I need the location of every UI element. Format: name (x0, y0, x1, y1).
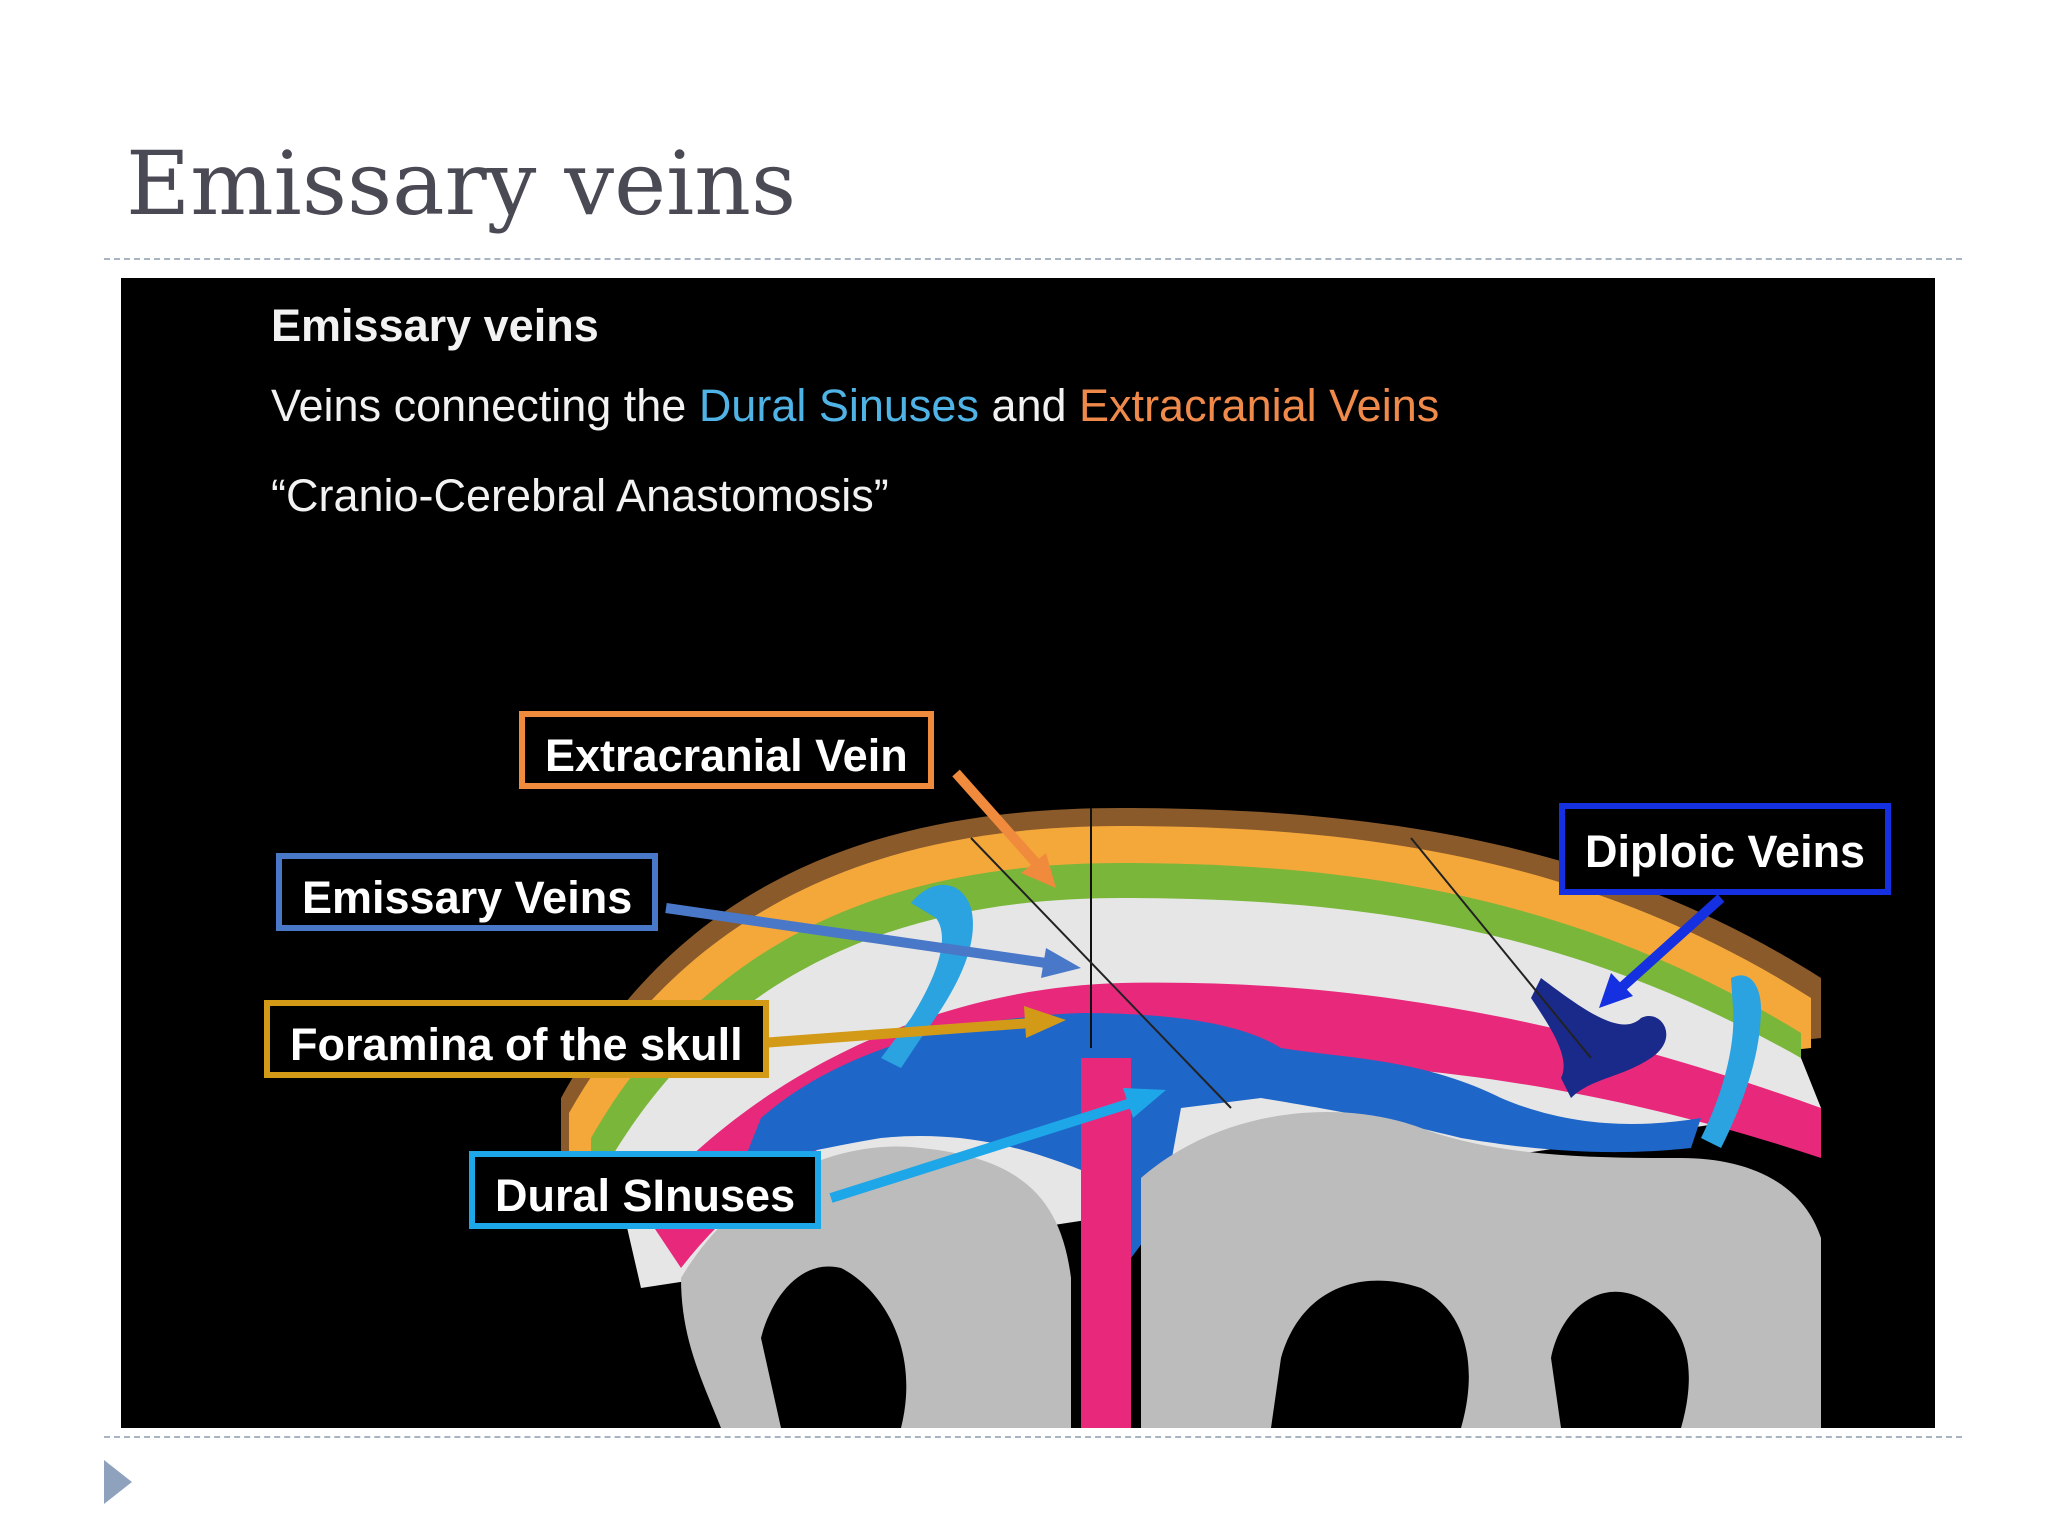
panel-heading: Emissary veins (271, 300, 599, 351)
diploic-vein (1531, 978, 1667, 1098)
skull-cross-section-illustration (561, 769, 1821, 1428)
emissary-arrowhead (1041, 948, 1081, 978)
extracranial-arrowhead (1021, 853, 1056, 888)
definition-prefix: Veins connecting the (271, 380, 699, 431)
falx-cerebri (1081, 1058, 1131, 1428)
label-emissary-veins: Emissary Veins (276, 853, 659, 931)
panel-definition: Veins connecting the Dural Sinuses and E… (271, 380, 1439, 432)
emissary-vein-left (881, 884, 973, 1068)
diploic-arrowhead (1599, 973, 1633, 1008)
slide-bullet-triangle-icon (104, 1460, 132, 1504)
slide-title: Emissary veins (126, 132, 797, 235)
diagram-panel: Emissary veins Veins connecting the Dura… (121, 278, 1935, 1428)
guide-line-right (1410, 837, 1592, 1059)
extracranial-arrow (952, 769, 1040, 867)
definition-extracranial-veins: Extracranial Veins (1079, 380, 1440, 431)
title-divider (104, 258, 1962, 260)
foramina-arrowhead (1024, 1006, 1066, 1038)
definition-join: and (978, 380, 1080, 431)
guide-line-left (970, 837, 1232, 1109)
emissary-vein-right (1701, 975, 1761, 1148)
dural-sinus (741, 1013, 1701, 1278)
diploic-arrow (1617, 894, 1725, 992)
emissary-arrow (665, 903, 1047, 968)
definition-dural-sinuses: Dural Sinuses (698, 380, 979, 431)
brain-right (1141, 1112, 1821, 1428)
label-extracranial-vein: Extracranial Vein (519, 711, 934, 789)
panel-quote: “Cranio-Cerebral Anastomosis” (271, 470, 889, 521)
foramina-arrow (760, 1018, 1032, 1048)
dural-arrowhead (1123, 1088, 1166, 1118)
label-diploic-veins: Diploic Veins (1559, 803, 1892, 895)
footer-divider (104, 1436, 1962, 1438)
label-dural-sinuses: Dural SInuses (469, 1151, 822, 1229)
label-foramina: Foramina of the skull (264, 1000, 769, 1078)
dural-arrow (829, 1098, 1133, 1203)
